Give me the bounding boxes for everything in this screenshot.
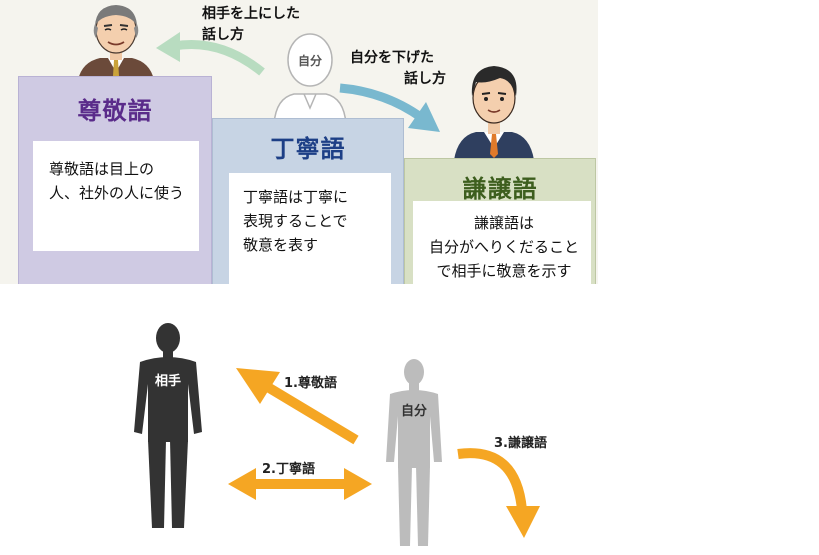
other-person-silhouette-icon [134, 323, 202, 528]
kenjougo-block: 謙譲語 謙譲語は 自分がへりくだること で相手に敬意を示す [404, 158, 596, 284]
kenjougo-arrow-icon [457, 448, 540, 538]
sonkeigo-block: 尊敬語 尊敬語は目上の 人、社外の人に使う [18, 76, 212, 284]
sonkeigo-description: 尊敬語は目上の 人、社外の人に使う [33, 141, 199, 251]
self-silhouette-icon [386, 359, 442, 546]
keigo-staircase-panel: 相手を上にした 話し方 自分 自分を下げた 話し方 尊敬語 尊敬語は目上の 人、… [0, 0, 598, 284]
self-label-top: 自分 [297, 54, 322, 68]
young-man-icon [454, 66, 534, 160]
other-person-label: 相手 [154, 374, 181, 389]
teineigo-title: 丁寧語 [270, 135, 346, 163]
kenjougo-arrow-label: 3.謙譲語 [494, 436, 547, 451]
sonkeigo-arrow-icon [236, 368, 359, 445]
teineigo-description: 丁寧語は丁寧に 表現することで 敬意を表す [229, 173, 391, 284]
teineigo-arrow-label: 2.丁寧語 [262, 462, 315, 477]
sonkeigo-arrow-label: 1.尊敬語 [284, 376, 337, 391]
self-label-bottom: 自分 [400, 404, 427, 419]
senior-man-icon [78, 5, 154, 80]
self-outline-figure-icon [273, 33, 347, 124]
arrow-to-humble-icon [339, 83, 440, 132]
arrow-to-superior-icon [156, 32, 265, 76]
humble-caption: 自分を下げた 話し方 [350, 50, 446, 87]
kenjougo-title: 謙譲語 [462, 175, 538, 203]
kenjougo-description: 謙譲語は 自分がへりくだること で相手に敬意を示す [413, 201, 591, 284]
teineigo-block: 丁寧語 丁寧語は丁寧に 表現することで 敬意を表す [212, 118, 404, 284]
teineigo-arrow-icon [228, 468, 372, 500]
superior-caption: 相手を上にした 話し方 [202, 6, 300, 43]
sonkeigo-title: 尊敬語 [77, 97, 153, 125]
